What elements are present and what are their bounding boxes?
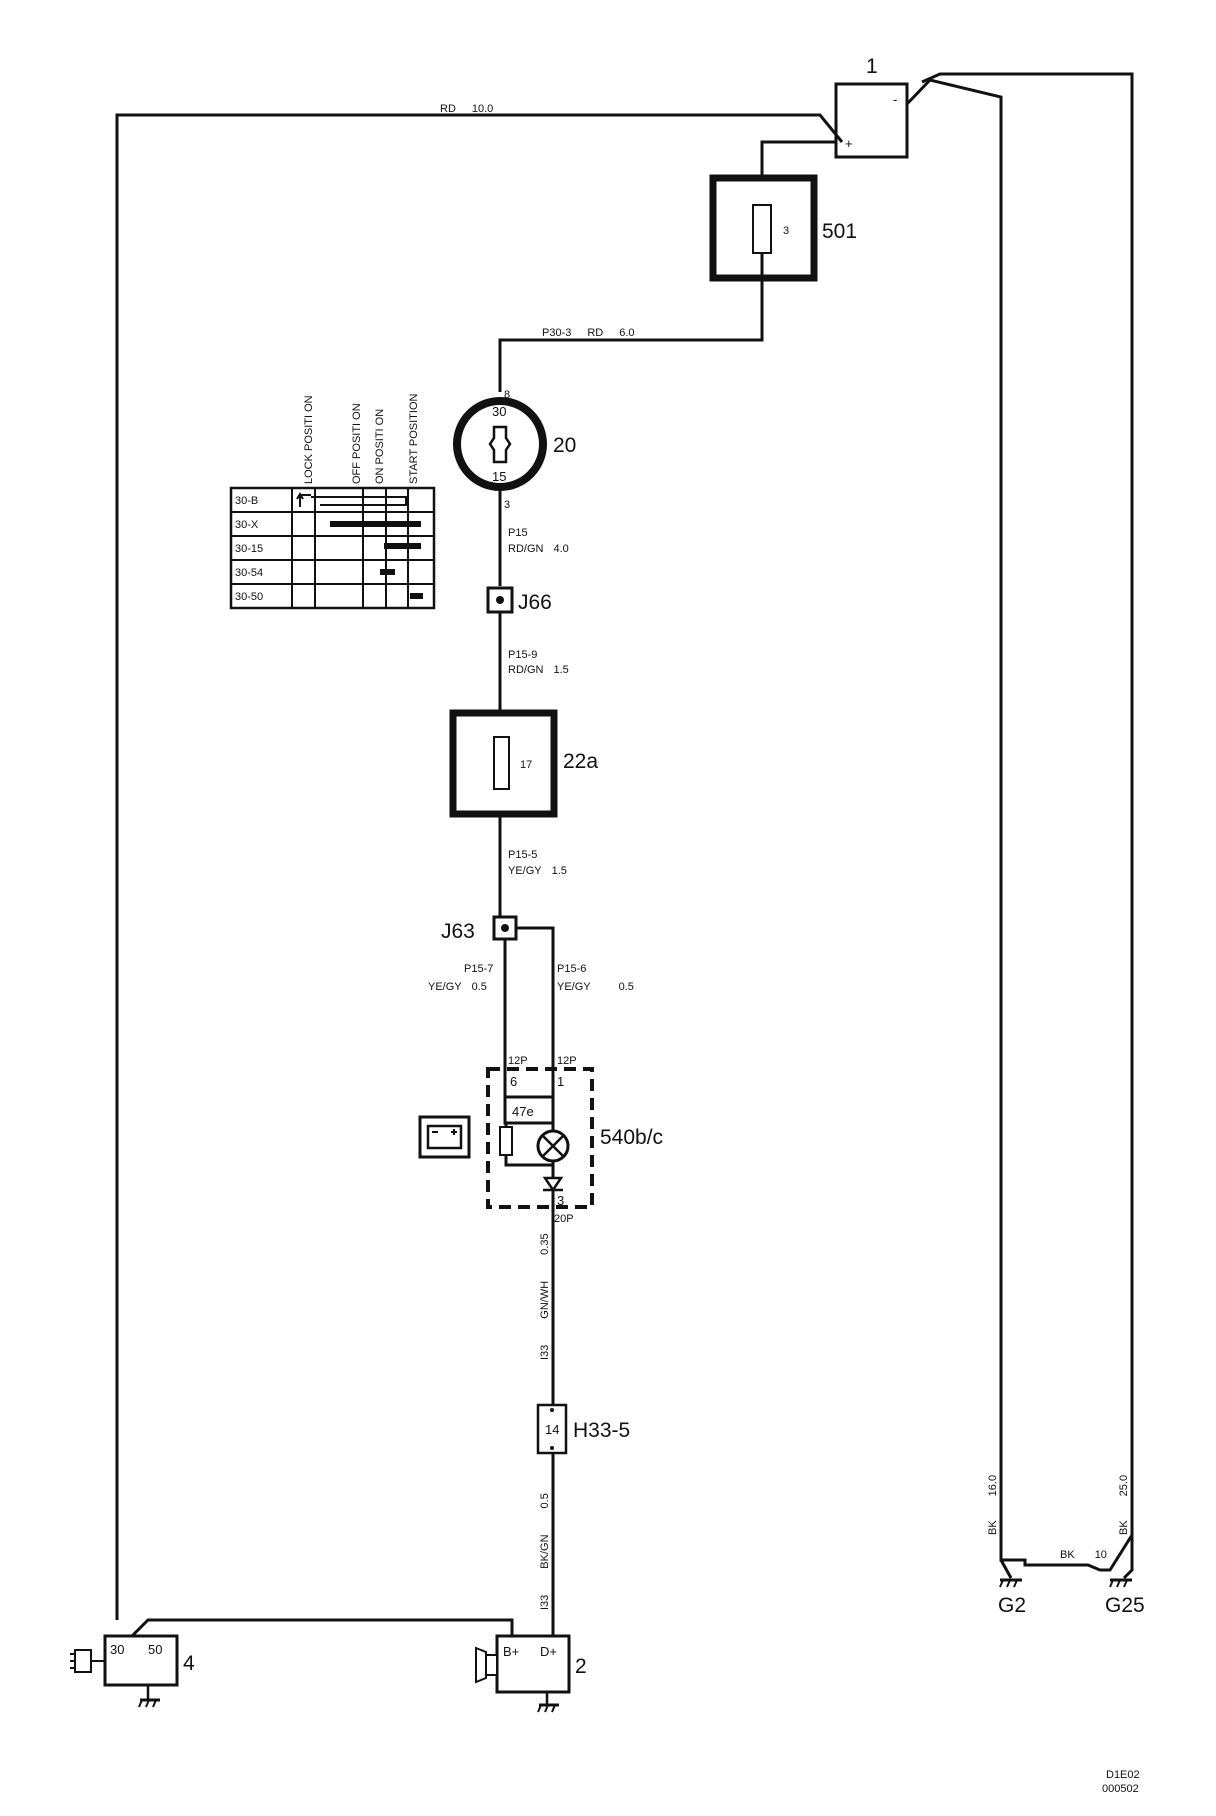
svg-text:ON POSITI ON: ON POSITI ON bbox=[374, 409, 386, 484]
svg-text:RD/GN4.0: RD/GN4.0 bbox=[508, 543, 569, 555]
svg-text:P15-9: P15-9 bbox=[508, 649, 537, 661]
wire-bk-16 bbox=[905, 78, 1003, 1535]
svg-text:BK16.0: BK16.0 bbox=[987, 1475, 999, 1535]
svg-text:1: 1 bbox=[557, 1074, 564, 1089]
svg-text:30-54: 30-54 bbox=[235, 567, 263, 579]
svg-text:OFF POSITI ON: OFF POSITI ON bbox=[351, 403, 363, 484]
svg-text:501: 501 bbox=[822, 220, 857, 243]
svg-text:START POSITION: START POSITION bbox=[408, 393, 420, 484]
svg-text:BK25.0: BK25.0 bbox=[1118, 1475, 1130, 1535]
svg-text:I33GN/WH0.35: I33GN/WH0.35 bbox=[539, 1233, 551, 1360]
svg-text:30-X: 30-X bbox=[235, 519, 259, 531]
svg-text:I33BK/GN0.5: I33BK/GN0.5 bbox=[539, 1493, 551, 1610]
starter-motor: 30 50 4 bbox=[70, 1634, 195, 1708]
wire-battery-fuse501 bbox=[760, 140, 836, 178]
ground-icon bbox=[537, 1692, 559, 1713]
svg-text:8: 8 bbox=[504, 389, 510, 401]
svg-text:12P: 12P bbox=[557, 1055, 577, 1067]
resistor bbox=[499, 1126, 513, 1156]
sub-47e bbox=[503, 1095, 555, 1125]
svg-text:22a: 22a bbox=[563, 750, 598, 773]
svg-text:LOCK POSITI ON: LOCK POSITI ON bbox=[303, 395, 315, 484]
svg-text:+: + bbox=[845, 136, 853, 151]
svg-text:YE/GY0.5: YE/GY0.5 bbox=[428, 981, 487, 993]
switch-position-table: 30-B 30-X 30-15 30-54 30-50 LOCK POSITI … bbox=[229, 393, 436, 610]
svg-text:2: 2 bbox=[575, 1655, 587, 1678]
instrument-540bc: 12P 12P 6 1 47e 3 20P 540b/c bbox=[486, 1055, 663, 1225]
svg-text:30: 30 bbox=[110, 1642, 124, 1657]
wire-p30-3 bbox=[498, 278, 764, 392]
svg-text:D+: D+ bbox=[540, 1644, 557, 1659]
svg-text:B+: B+ bbox=[503, 1644, 519, 1659]
wire-rd-10 bbox=[115, 113, 844, 1620]
svg-text:50: 50 bbox=[148, 1642, 162, 1657]
svg-text:30: 30 bbox=[492, 404, 506, 419]
svg-text:4: 4 bbox=[183, 1652, 195, 1675]
svg-text:3: 3 bbox=[557, 1193, 564, 1208]
wire-bk-25 bbox=[921, 72, 1134, 1535]
svg-text:000502: 000502 bbox=[1102, 1783, 1139, 1795]
svg-text:3: 3 bbox=[783, 225, 789, 237]
ground-g2: G2 bbox=[998, 1578, 1026, 1617]
svg-text:P15-5: P15-5 bbox=[508, 849, 537, 861]
wire-g2 bbox=[999, 1534, 1134, 1572]
fuse-box-22a: 17 22a bbox=[449, 709, 598, 818]
svg-text:-: - bbox=[893, 92, 897, 107]
svg-text:14: 14 bbox=[545, 1422, 559, 1437]
alternator: B+ D+ 2 bbox=[475, 1634, 587, 1713]
diode-icon bbox=[542, 1176, 564, 1193]
svg-text:J63: J63 bbox=[441, 920, 475, 943]
svg-text:20P: 20P bbox=[554, 1213, 574, 1225]
svg-text:15: 15 bbox=[492, 469, 506, 484]
wire-p15-6 bbox=[516, 926, 555, 1069]
ground-g25: G25 bbox=[1105, 1578, 1145, 1617]
svg-text:P15: P15 bbox=[508, 527, 528, 539]
svg-text:17: 17 bbox=[520, 759, 532, 771]
svg-text:G2: G2 bbox=[998, 1594, 1026, 1617]
svg-text:D1E02: D1E02 bbox=[1106, 1769, 1140, 1781]
svg-text:P15-7: P15-7 bbox=[464, 963, 493, 975]
svg-text:G25: G25 bbox=[1105, 1594, 1145, 1617]
svg-text:J66: J66 bbox=[518, 591, 552, 614]
svg-text:47e: 47e bbox=[512, 1104, 534, 1119]
svg-text:H33-5: H33-5 bbox=[573, 1419, 630, 1442]
battery-warning-icon bbox=[418, 1115, 471, 1159]
joint-j63: J63 bbox=[441, 915, 518, 943]
fuse-17 bbox=[493, 736, 510, 790]
svg-text:YE/GY0.5: YE/GY0.5 bbox=[557, 981, 634, 993]
svg-text:12P: 12P bbox=[508, 1055, 528, 1067]
ignition-switch: 30 15 8 3 20 bbox=[453, 389, 576, 511]
pulley-icon bbox=[475, 1646, 498, 1684]
svg-text:30-B: 30-B bbox=[235, 495, 258, 507]
battery: 1 + - bbox=[834, 55, 909, 159]
svg-text:540b/c: 540b/c bbox=[600, 1126, 663, 1149]
svg-text:YE/GY1.5: YE/GY1.5 bbox=[508, 865, 567, 877]
ground-icon bbox=[138, 1685, 160, 1708]
svg-text:30-50: 30-50 bbox=[235, 591, 263, 603]
svg-text:1: 1 bbox=[866, 55, 878, 78]
joint-j66: J66 bbox=[486, 586, 552, 614]
svg-text:6: 6 bbox=[510, 1074, 517, 1089]
connector-h33-5: 14 H33-5 bbox=[536, 1403, 630, 1455]
wire-starter-alternator bbox=[130, 1618, 514, 1638]
svg-text:20: 20 bbox=[553, 434, 576, 457]
svg-text:RD/GN1.5: RD/GN1.5 bbox=[508, 664, 569, 676]
gear-icon bbox=[70, 1649, 105, 1673]
fuse-box-501: 3 501 bbox=[709, 174, 857, 282]
fuse-3 bbox=[752, 204, 772, 254]
svg-text:3: 3 bbox=[504, 499, 510, 511]
svg-text:30-15: 30-15 bbox=[235, 543, 263, 555]
svg-text:P15-6: P15-6 bbox=[557, 963, 586, 975]
key-icon bbox=[488, 425, 512, 464]
